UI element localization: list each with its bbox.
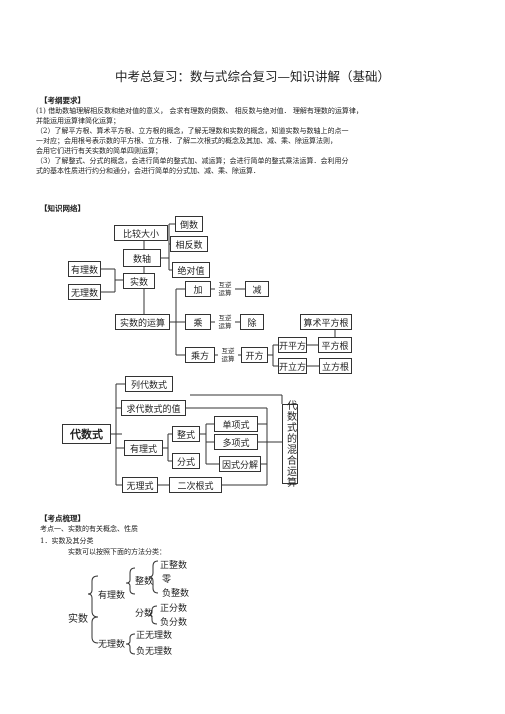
- box-integral: 整式: [172, 426, 200, 442]
- requirement-line: （3）了解整式、分式的概念，会进行简单的整式加、减运算；会进行简单的整式乘法运算…: [36, 157, 349, 165]
- box-compare: 比较大小: [114, 225, 168, 241]
- box-algebraic: 代数式: [62, 424, 111, 444]
- box-fractional: 分式: [172, 453, 200, 469]
- box-irrational-expr: 无理式: [122, 477, 158, 493]
- requirement-line: (1) 借助数轴理解相反数和绝对值的意义， 会求有理数的倒数、 相反数与绝对值．…: [36, 107, 363, 115]
- class-positive-fraction: 正分数: [160, 604, 188, 614]
- box-rational: 有理数: [68, 261, 101, 277]
- class-fraction: 分数: [135, 609, 154, 619]
- requirement-line: （2）了解平方根、算术平方根、立方根的概念，了解无理数和实数的概念，知道实数与数…: [36, 127, 349, 135]
- box-rational-expr: 有理式: [124, 440, 163, 456]
- box-real-ops: 实数的运算: [115, 314, 170, 330]
- box-quad-radical: 二次根式: [169, 477, 222, 493]
- box-div: 除: [240, 314, 264, 330]
- class-negative-integer: 负整数: [162, 589, 190, 599]
- class-positive-integer: 正整数: [160, 561, 188, 571]
- class-rational: 有理数: [98, 591, 126, 601]
- class-real: 实数: [68, 614, 88, 625]
- box-arith-sqrt: 算术平方根: [300, 314, 352, 330]
- requirement-line: 会用它们进行有关实数的简单四则运算；: [36, 147, 162, 155]
- box-sub: 减: [245, 281, 269, 297]
- box-mixed-ops: 代数式的混合运算: [282, 400, 298, 488]
- section-requirements-heading: 【考纲要求】: [40, 96, 85, 105]
- box-monomial: 单项式: [214, 416, 258, 432]
- class-negative-irrational: 负无理数: [136, 647, 173, 657]
- requirement-line: 一对应；会用根号表示数的平方根、立方根．了解二次根式的概念及其加、减、乘、除运算…: [36, 137, 337, 145]
- box-irrational: 无理数: [68, 284, 101, 300]
- section-points-heading: 【考点梳理】: [40, 514, 85, 523]
- class-irrational: 无理数: [98, 640, 126, 650]
- box-root: 开方: [241, 347, 268, 363]
- page-title: 中考总复习：数与式综合复习—知识讲解（基础）: [114, 69, 390, 84]
- point-heading: 考点一、实数的有关概念、性质: [40, 525, 138, 533]
- box-absolute: 绝对值: [172, 262, 210, 278]
- requirement-line: 式的基本性质进行约分和通分，会进行简单的分式加、减、乘、除运算．: [36, 167, 260, 175]
- box-factor: 因式分解: [219, 456, 261, 472]
- class-positive-irrational: 正无理数: [136, 631, 173, 641]
- section-network-heading: 【知识网络】: [40, 204, 85, 213]
- subpoint-description: 实数可以按照下面的方法分类：: [68, 548, 166, 556]
- box-reciprocal: 倒数: [175, 216, 203, 232]
- box-sqrt: 平方根: [318, 337, 352, 353]
- label-inverse-mul: 互逆运算: [215, 314, 235, 330]
- box-numberline: 数轴: [123, 249, 161, 267]
- label-inverse-add: 互逆运算: [215, 281, 235, 297]
- box-mul: 乘: [185, 314, 211, 330]
- box-cbrt: 立方根: [319, 358, 352, 374]
- class-integer: 整数: [135, 577, 154, 587]
- box-polynomial: 多项式: [214, 434, 258, 450]
- box-list-expr: 列代数式: [125, 376, 173, 392]
- requirement-line: 并能运用运算律简化运算；: [36, 117, 120, 125]
- requirements-list: (1) 借助数轴理解相反数和绝对值的意义， 会求有理数的倒数、 相反数与绝对值．…: [36, 106, 363, 176]
- label-inverse-pow: 互逆运算: [218, 347, 238, 363]
- box-add: 加: [185, 281, 211, 297]
- box-cube-root-op: 开立方: [278, 358, 307, 374]
- subpoint-heading: 1．实数及其分类: [40, 537, 94, 545]
- box-pow: 乘方: [185, 347, 215, 363]
- class-negative-fraction: 负分数: [160, 618, 188, 628]
- box-square-root-op: 开平方: [278, 337, 307, 353]
- box-eval-expr: 求代数式的值: [121, 400, 186, 416]
- class-zero: 零: [162, 575, 172, 585]
- box-opposite: 相反数: [170, 236, 208, 252]
- box-real: 实数: [123, 273, 155, 289]
